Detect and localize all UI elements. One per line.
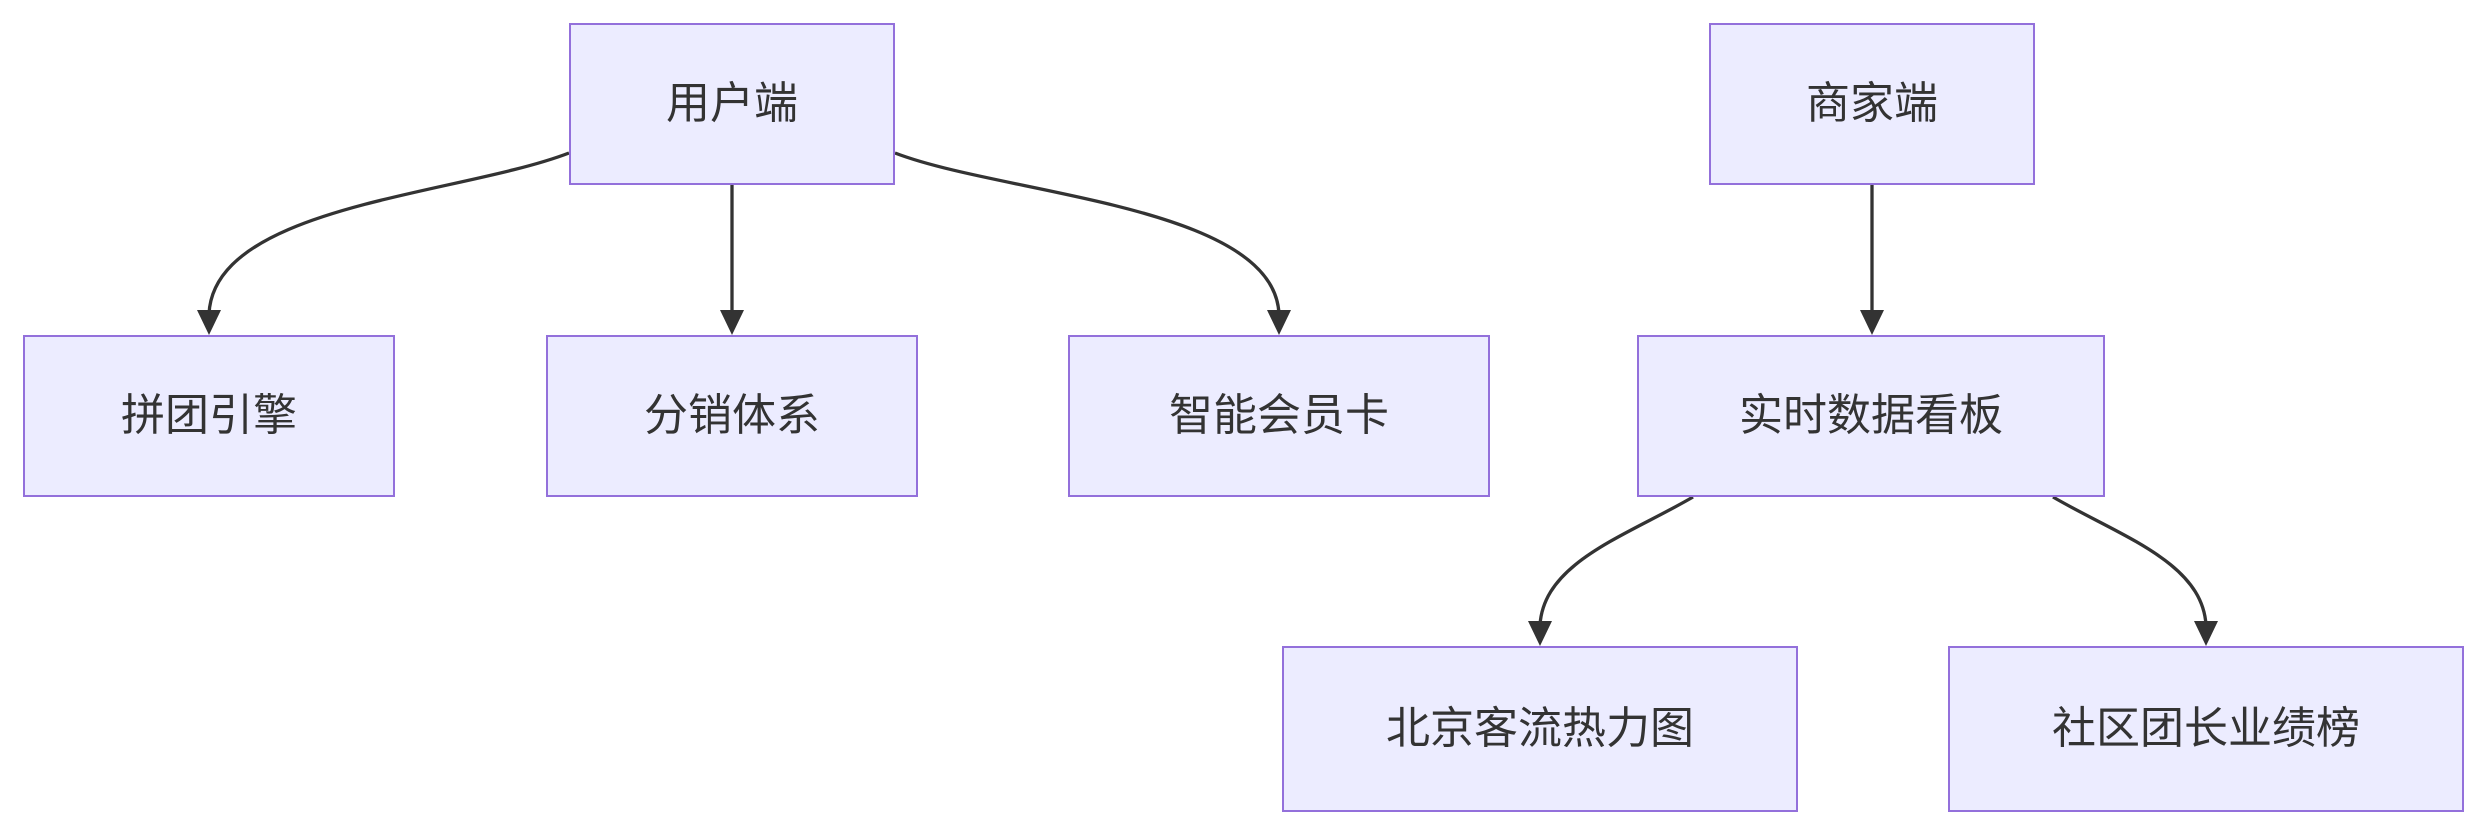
- node-realtime-dashboard-label: 实时数据看板: [1739, 391, 2003, 440]
- node-smart-member-card-label: 智能会员卡: [1169, 391, 1389, 440]
- node-user-client: 用户端: [569, 23, 895, 185]
- node-beijing-heatmap: 北京客流热力图: [1282, 646, 1798, 812]
- edge-user-to-groupbuy: [207, 151, 570, 315]
- node-smart-member-card: 智能会员卡: [1068, 335, 1490, 497]
- edge-merchant-to-dashboard-arrowhead-icon: [1860, 310, 1884, 335]
- edge-user-to-membercard: [894, 151, 1281, 315]
- edge-user-to-distribution-arrowhead-icon: [720, 310, 744, 335]
- node-merchant-client: 商家端: [1709, 23, 2035, 185]
- edge-dashboard-to-heatmap: [1538, 495, 1694, 626]
- node-merchant-client-label: 商家端: [1806, 79, 1938, 128]
- node-leader-board-label: 社区团长业绩榜: [2052, 704, 2360, 753]
- edge-dashboard-to-heatmap-arrowhead-icon: [1528, 621, 1552, 646]
- edge-user-to-membercard-arrowhead-icon: [1267, 310, 1291, 335]
- node-distribution-system: 分销体系: [546, 335, 918, 497]
- node-realtime-dashboard: 实时数据看板: [1637, 335, 2105, 497]
- edge-dashboard-to-leaderboard-arrowhead-icon: [2194, 621, 2218, 646]
- node-user-client-label: 用户端: [666, 79, 798, 128]
- edge-user-to-groupbuy-arrowhead-icon: [197, 310, 221, 335]
- node-distribution-system-label: 分销体系: [644, 391, 820, 440]
- edge-dashboard-to-leaderboard: [2052, 495, 2208, 626]
- node-group-buy-engine-label: 拼团引擎: [121, 391, 297, 440]
- node-group-buy-engine: 拼团引擎: [23, 335, 395, 497]
- node-beijing-heatmap-label: 北京客流热力图: [1386, 704, 1694, 753]
- node-leader-board: 社区团长业绩榜: [1948, 646, 2464, 812]
